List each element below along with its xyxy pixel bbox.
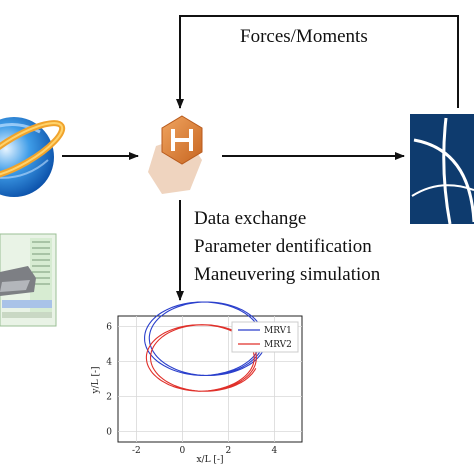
x-tick-label: -2 (132, 446, 141, 456)
trajectory-plot: -2 0 2 4 0 2 4 6 MRV1 MRV2 x/L [-] y/L [-] (91, 301, 303, 465)
process-label-data-exchange: Data exchange (194, 208, 307, 229)
arrows (62, 15, 459, 301)
globe-ring-icon (0, 117, 66, 197)
hexagon-h-logo-icon (148, 115, 203, 194)
plot-legend: MRV1 MRV2 (231, 321, 299, 353)
process-label-parameter-identification: Parameter dentification (194, 236, 372, 257)
software-window-thumbnail-icon (0, 233, 57, 327)
y-axis-label: y/L [-] (91, 366, 101, 394)
x-tick-label: 0 (180, 446, 186, 456)
legend-label-mrv1: MRV1 (264, 326, 292, 336)
arrow-feedback-loop (176, 15, 459, 109)
trajectory-line-mrv1 (144, 301, 265, 377)
blue-curves-logo-icon (410, 114, 474, 225)
y-tick-label: 0 (106, 428, 112, 438)
x-tick-label: 4 (272, 446, 278, 456)
process-label-maneuvering-simulation: Maneuvering simulation (194, 264, 381, 285)
y-tick-label: 4 (106, 358, 112, 368)
legend-label-mrv2: MRV2 (264, 340, 292, 350)
y-tick-label: 2 (106, 393, 112, 403)
feedback-label: Forces/Moments (240, 26, 368, 47)
x-axis-label: x/L [-] (196, 455, 223, 465)
plot-grid (118, 316, 302, 442)
plot-ticks: -2 0 2 4 0 2 4 6 (106, 323, 277, 457)
x-tick-label: 2 (226, 446, 232, 456)
y-tick-label: 6 (106, 323, 112, 333)
